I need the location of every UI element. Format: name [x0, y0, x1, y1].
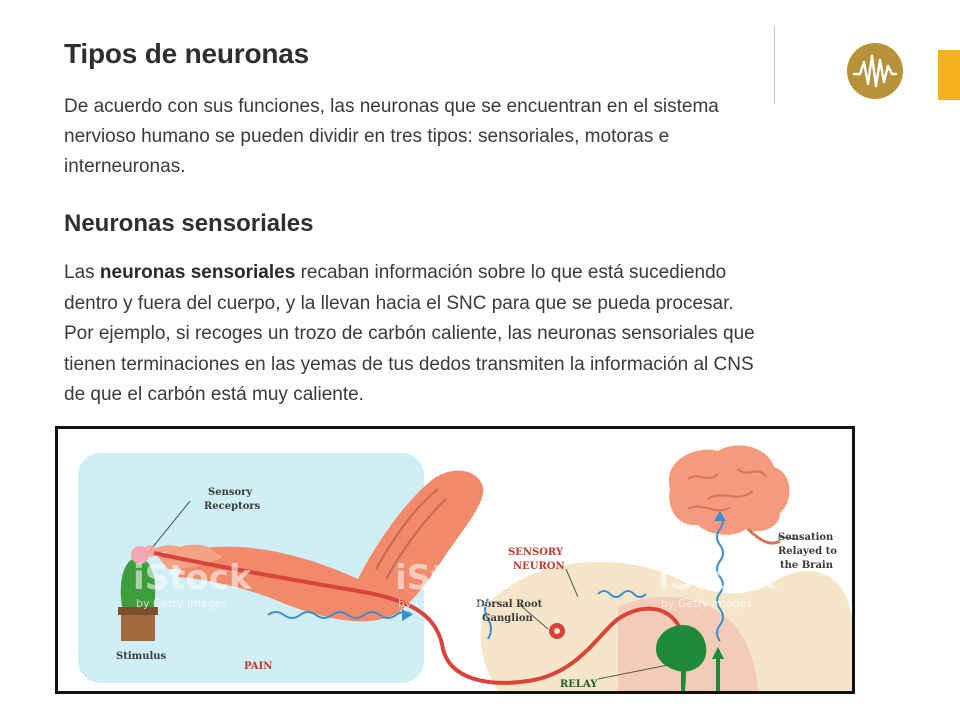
label-sensation-1: Sensation — [778, 532, 834, 543]
watermark-brand-3: iStock — [658, 558, 778, 598]
side-tab-button[interactable] — [938, 50, 960, 100]
watermark-brand-2: iStock — [395, 558, 515, 598]
section-body: Las neuronas sensoriales recaban informa… — [64, 258, 764, 411]
brain — [668, 445, 790, 535]
label-drg-1: Dorsal Root — [476, 599, 543, 610]
article-title: Tipos de neuronas — [64, 38, 310, 69]
watermark-credit-3: by Getty Images — [661, 597, 752, 610]
label-sensory-neuron-1: SENSORY — [508, 547, 564, 558]
section-body-bold: neuronas sensoriales — [99, 262, 296, 283]
label-sensory-receptors-1: Sensory — [208, 487, 253, 498]
watermark-credit-1: by Getty Images — [136, 597, 227, 610]
label-drg-2: Ganglion — [482, 613, 534, 624]
section-body-prefix: Las — [64, 262, 100, 283]
relay-neuron — [656, 625, 707, 672]
label-sensory-neuron-2: NEURON — [513, 561, 565, 572]
forearm — [178, 546, 394, 622]
label-sensation-3: the Brain — [780, 560, 834, 571]
label-sensory-receptors-2: Receptors — [204, 501, 261, 512]
watermark-brand-1: iStock — [133, 558, 253, 598]
section-body-rest: recaban información sobre lo que está su… — [64, 262, 755, 406]
upper-arm — [358, 470, 484, 617]
sensory-neuron-figure: Sensory Receptors Stimulus PAIN SENSORY … — [55, 426, 855, 694]
watermark-credit-2: by Getty Images — [398, 597, 489, 610]
section-title: Neuronas sensoriales — [64, 210, 314, 237]
sensory-nerve-fiber — [153, 551, 687, 691]
cactus — [120, 557, 156, 607]
label-relay: RELAY — [560, 679, 598, 690]
article-intro: De acuerdo con sus funciones, las neuron… — [64, 96, 719, 177]
neuron-wave-logo-icon[interactable] — [846, 42, 904, 100]
label-pain: PAIN — [244, 661, 272, 672]
label-sensation-2: Relayed to — [778, 546, 837, 557]
header-divider — [774, 26, 775, 104]
cactus-pot — [121, 611, 155, 641]
label-stimulus: Stimulus — [116, 651, 167, 662]
